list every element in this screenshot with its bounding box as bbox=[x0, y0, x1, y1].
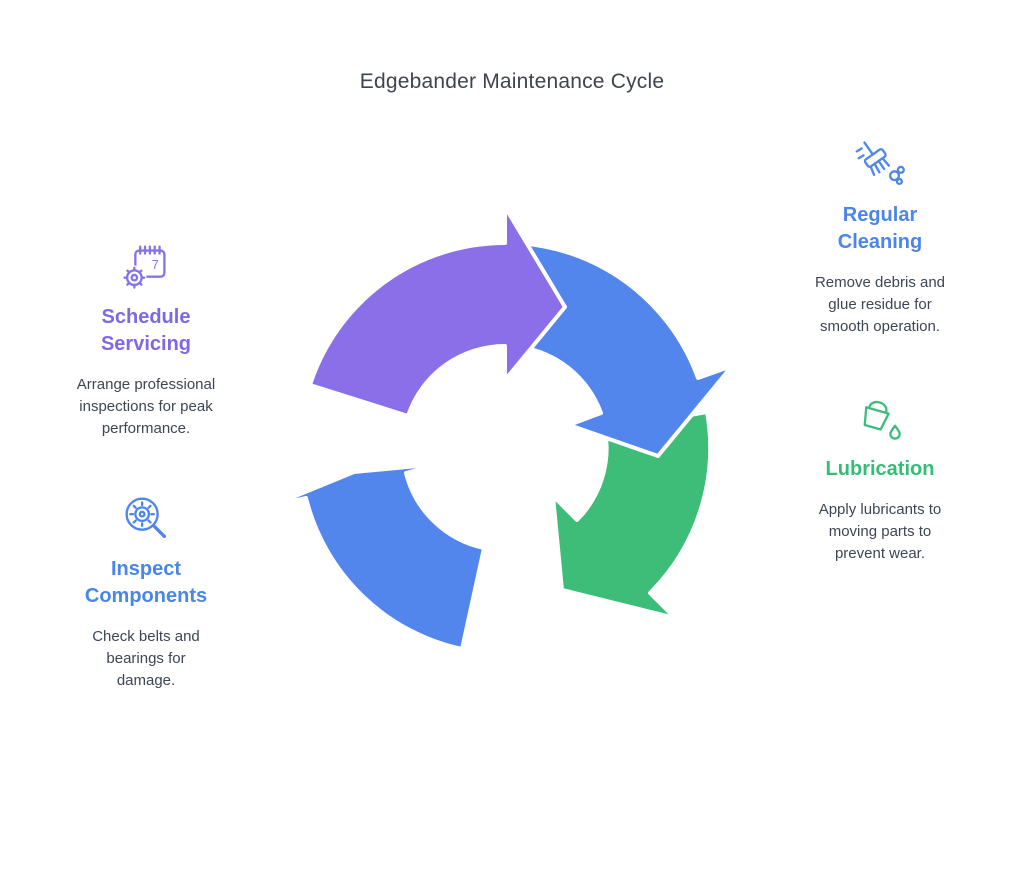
step-schedule-servicing: 7 Schedule Servicing Arrange professiona… bbox=[36, 236, 256, 439]
cycle-arrow-bottom-left bbox=[269, 462, 486, 651]
step-description: Remove debris and glue residue for smoot… bbox=[814, 274, 946, 335]
svg-text:7: 7 bbox=[152, 258, 159, 272]
step-description: Check belts and bearings for damage. bbox=[92, 628, 200, 689]
step-inspect-components: Inspect Components Check belts and beari… bbox=[36, 488, 256, 691]
step-heading: Regular Cleaning bbox=[837, 204, 923, 253]
step-description: Arrange professional inspections for pea… bbox=[76, 376, 216, 437]
cycle-arrow-top-left bbox=[308, 205, 567, 418]
magnifier-gear-icon bbox=[36, 488, 256, 550]
step-lubrication: Lubrication Apply lubricants to moving p… bbox=[772, 388, 988, 564]
oil-bucket-icon bbox=[772, 388, 988, 450]
cycle-arrow-right-bottom bbox=[551, 410, 713, 620]
calendar-gear-icon: 7 bbox=[36, 236, 256, 298]
step-heading: Schedule Servicing bbox=[100, 306, 192, 355]
page-title: Edgebander Maintenance Cycle bbox=[359, 70, 665, 94]
cleaning-brush-icon bbox=[772, 134, 988, 196]
step-regular-cleaning: Regular Cleaning Remove debris and glue … bbox=[772, 134, 988, 337]
step-heading: Inspect Components bbox=[84, 558, 208, 607]
step-description: Apply lubricants to moving parts to prev… bbox=[818, 501, 942, 562]
step-heading: Lubrication bbox=[825, 458, 935, 480]
